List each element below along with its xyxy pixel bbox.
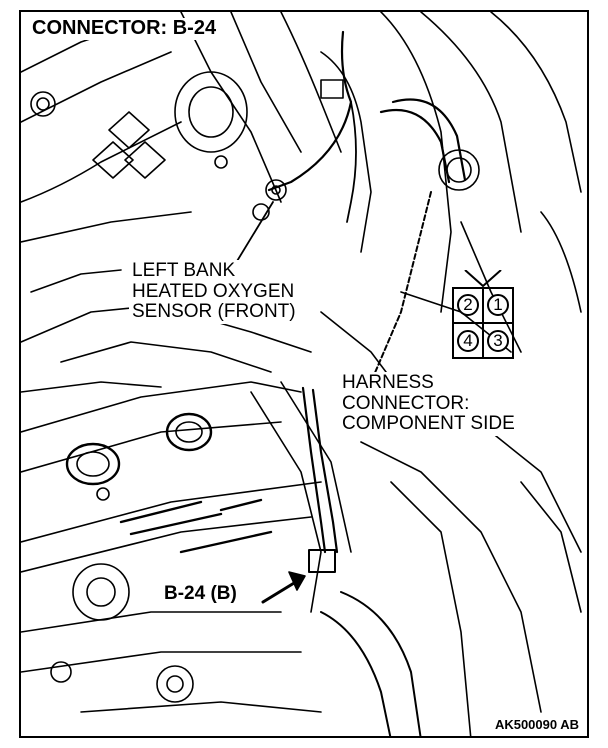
harness-label-line1: HARNESS	[342, 372, 434, 393]
sensor-label-line2: HEATED OXYGEN	[132, 280, 295, 302]
connector-pin-1: 1	[487, 294, 509, 316]
connector-outline	[452, 270, 514, 359]
connector-title: CONNECTOR: B-24	[29, 17, 220, 40]
connector-pin-3: 3	[487, 330, 509, 352]
harness-label-line3: COMPONENT SIDE	[342, 413, 515, 435]
connector-pin-4: 4	[457, 330, 479, 352]
sensor-label-line1: LEFT BANK	[132, 260, 236, 281]
engine-drawing	[21, 12, 582, 736]
harness-callout: HARNESS CONNECTOR: COMPONENT SIDE	[339, 372, 518, 436]
sensor-callout: LEFT BANK HEATED OXYGEN SENSOR (FRONT)	[129, 260, 299, 324]
connector-location-label: B-24 (B)	[161, 583, 240, 605]
lower-engine-linework	[21, 381, 582, 736]
connector-face: 2 1 4 3	[449, 270, 517, 362]
sensor-label-line3: SENSOR (FRONT)	[132, 301, 296, 323]
connector-pin-2: 2	[457, 294, 479, 316]
harness-label-line2: CONNECTOR:	[342, 392, 470, 414]
diagram-code: AK500090 AB	[492, 716, 581, 732]
upper-engine-linework	[21, 12, 582, 393]
diagram-frame: CONNECTOR: B-24 LEFT BANK HEATED OXYGEN …	[19, 10, 589, 738]
